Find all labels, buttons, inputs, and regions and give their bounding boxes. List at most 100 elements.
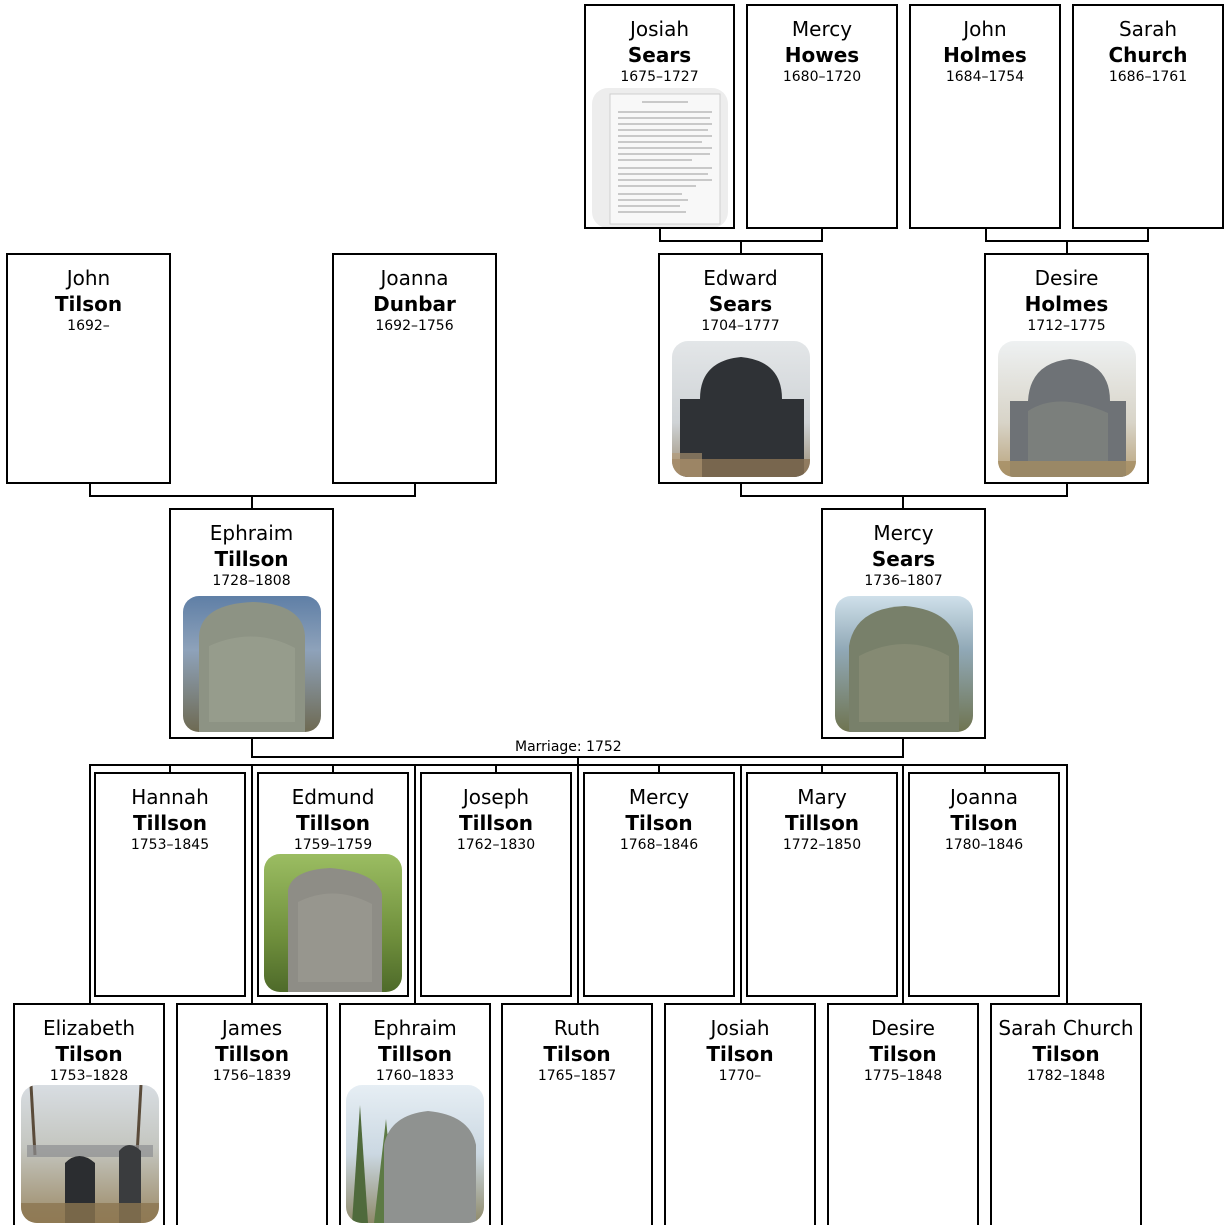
surname: Tillson bbox=[295, 811, 371, 835]
given-name: Josiah bbox=[629, 17, 690, 41]
given-name: Sarah bbox=[1118, 17, 1178, 41]
person-card-desire-holmes[interactable]: Desire Holmes 1712–1775 bbox=[984, 253, 1149, 484]
person-card-james-tillson[interactable]: James Tillson 1756–1839 bbox=[176, 1003, 328, 1225]
person-card-edward-sears[interactable]: Edward Sears 1704–1777 bbox=[658, 253, 823, 484]
given-name: James bbox=[221, 1016, 283, 1040]
person-card-john-holmes[interactable]: John Holmes 1684–1754 bbox=[909, 4, 1061, 229]
life-years: 1686–1761 bbox=[1108, 69, 1188, 85]
gravestone-image bbox=[672, 357, 810, 477]
document-scan-photo[interactable] bbox=[592, 88, 728, 227]
children-bus bbox=[251, 764, 253, 1004]
given-name: Hannah bbox=[131, 785, 209, 809]
person-card-josiah-tilson[interactable]: Josiah Tilson 1770– bbox=[664, 1003, 816, 1225]
gravestone-image bbox=[199, 602, 305, 732]
connector bbox=[251, 495, 253, 509]
person-card-hannah-tillson[interactable]: Hannah Tillson 1753–1845 bbox=[94, 772, 246, 997]
connector bbox=[169, 764, 171, 774]
given-name: Ephraim bbox=[373, 1016, 457, 1040]
given-name: Mercy bbox=[873, 521, 934, 545]
surname: Sears bbox=[708, 292, 773, 316]
person-card-mercy-sears[interactable]: Mercy Sears 1736–1807 bbox=[821, 508, 986, 739]
life-years: 1692–1756 bbox=[375, 318, 454, 334]
given-name: Mercy bbox=[791, 17, 853, 41]
children-bus bbox=[1066, 764, 1068, 1004]
person-card-mary-tillson[interactable]: Mary Tillson 1772–1850 bbox=[746, 772, 898, 997]
person-card-joseph-tillson[interactable]: Joseph Tillson 1762–1830 bbox=[420, 772, 572, 997]
life-years: 1782–1848 bbox=[1026, 1068, 1106, 1084]
person-card-mercy-tilson[interactable]: Mercy Tilson 1768–1846 bbox=[583, 772, 735, 997]
given-name: Ruth bbox=[553, 1016, 601, 1040]
life-years: 1762–1830 bbox=[456, 837, 536, 853]
given-name: John bbox=[66, 266, 111, 290]
life-years: 1770– bbox=[718, 1068, 762, 1084]
surname: Holmes bbox=[943, 43, 1027, 67]
person-card-ruth-tilson[interactable]: Ruth Tilson 1765–1857 bbox=[501, 1003, 653, 1225]
connector bbox=[902, 737, 904, 758]
cemetery-photo[interactable] bbox=[21, 1085, 159, 1223]
person-card-sarah-church-tilson[interactable]: Sarah Church Tilson 1782–1848 bbox=[990, 1003, 1142, 1225]
life-years: 1765–1857 bbox=[537, 1068, 617, 1084]
given-name: Mercy bbox=[628, 785, 690, 809]
surname: Holmes bbox=[1024, 292, 1109, 316]
surname: Church bbox=[1108, 43, 1188, 67]
connector bbox=[985, 228, 987, 242]
given-name: Josiah bbox=[710, 1016, 770, 1040]
person-card-mercy-howes[interactable]: Mercy Howes 1680–1720 bbox=[746, 4, 898, 229]
connector bbox=[658, 764, 660, 774]
life-years: 1775–1848 bbox=[863, 1068, 943, 1084]
given-name: Joanna bbox=[950, 785, 1018, 809]
life-years: 1772–1850 bbox=[782, 837, 862, 853]
surname: Sears bbox=[871, 547, 936, 571]
given-name: Mary bbox=[797, 785, 847, 809]
person-card-edmund-tillson[interactable]: Edmund Tillson 1759–1759 bbox=[257, 772, 409, 997]
connector bbox=[740, 240, 742, 254]
life-years: 1759–1759 bbox=[293, 837, 373, 853]
life-years: 1760–1833 bbox=[375, 1068, 455, 1084]
surname: Tilson bbox=[1032, 1042, 1100, 1066]
marriage-label: Marriage: 1752 bbox=[513, 739, 624, 755]
person-card-josiah-sears[interactable]: Josiah Sears 1675–1727 bbox=[584, 4, 735, 229]
person-card-desire-tilson[interactable]: Desire Tilson 1775–1848 bbox=[827, 1003, 979, 1225]
gravestone-photo[interactable] bbox=[672, 341, 810, 477]
person-card-joanna-dunbar[interactable]: Joanna Dunbar 1692–1756 bbox=[332, 253, 497, 484]
life-years: 1675–1727 bbox=[620, 69, 699, 85]
gravestone-photo[interactable] bbox=[183, 596, 321, 732]
life-years: 1768–1846 bbox=[619, 837, 699, 853]
life-years: 1704–1777 bbox=[701, 318, 780, 334]
life-years: 1680–1720 bbox=[782, 69, 862, 85]
connector bbox=[495, 764, 497, 774]
gravestone-photo[interactable] bbox=[998, 341, 1136, 477]
surname: Tillson bbox=[214, 547, 289, 571]
given-name: Desire bbox=[1034, 266, 1099, 290]
connector bbox=[1147, 228, 1149, 242]
person-card-ephraim-tillson[interactable]: Ephraim Tillson 1728–1808 bbox=[169, 508, 334, 739]
person-card-john-tilson[interactable]: John Tilson 1692– bbox=[6, 253, 171, 484]
children-bus bbox=[902, 764, 904, 1004]
person-card-ephraim-tillson-jr[interactable]: Ephraim Tillson 1760–1833 bbox=[339, 1003, 491, 1225]
gravestone-image bbox=[998, 359, 1136, 477]
given-name: Joseph bbox=[462, 785, 530, 809]
surname: Howes bbox=[784, 43, 860, 67]
life-years: 1756–1839 bbox=[212, 1068, 292, 1084]
person-card-sarah-church[interactable]: Sarah Church 1686–1761 bbox=[1072, 4, 1224, 229]
connector bbox=[659, 228, 661, 242]
given-name: Edmund bbox=[291, 785, 375, 809]
children-bus bbox=[89, 764, 91, 1004]
surname: Tilson bbox=[706, 1042, 774, 1066]
person-card-elizabeth-tilson[interactable]: Elizabeth Tilson 1753–1828 bbox=[13, 1003, 165, 1225]
gravestone-photo[interactable] bbox=[346, 1085, 484, 1223]
surname: Tilson bbox=[55, 1042, 123, 1066]
life-years: 1753–1845 bbox=[130, 837, 210, 853]
gravestone-image bbox=[849, 606, 959, 732]
person-card-joanna-tilson[interactable]: Joanna Tilson 1780–1846 bbox=[908, 772, 1060, 997]
connector bbox=[1066, 483, 1068, 497]
gravestone-photo[interactable] bbox=[264, 854, 402, 992]
gravestone-photo[interactable] bbox=[835, 596, 973, 732]
surname: Tillson bbox=[214, 1042, 290, 1066]
connector bbox=[821, 764, 823, 774]
surname: Tilson bbox=[950, 811, 1018, 835]
life-years: 1712–1775 bbox=[1027, 318, 1106, 334]
connector bbox=[577, 756, 579, 766]
surname: Tilson bbox=[869, 1042, 937, 1066]
